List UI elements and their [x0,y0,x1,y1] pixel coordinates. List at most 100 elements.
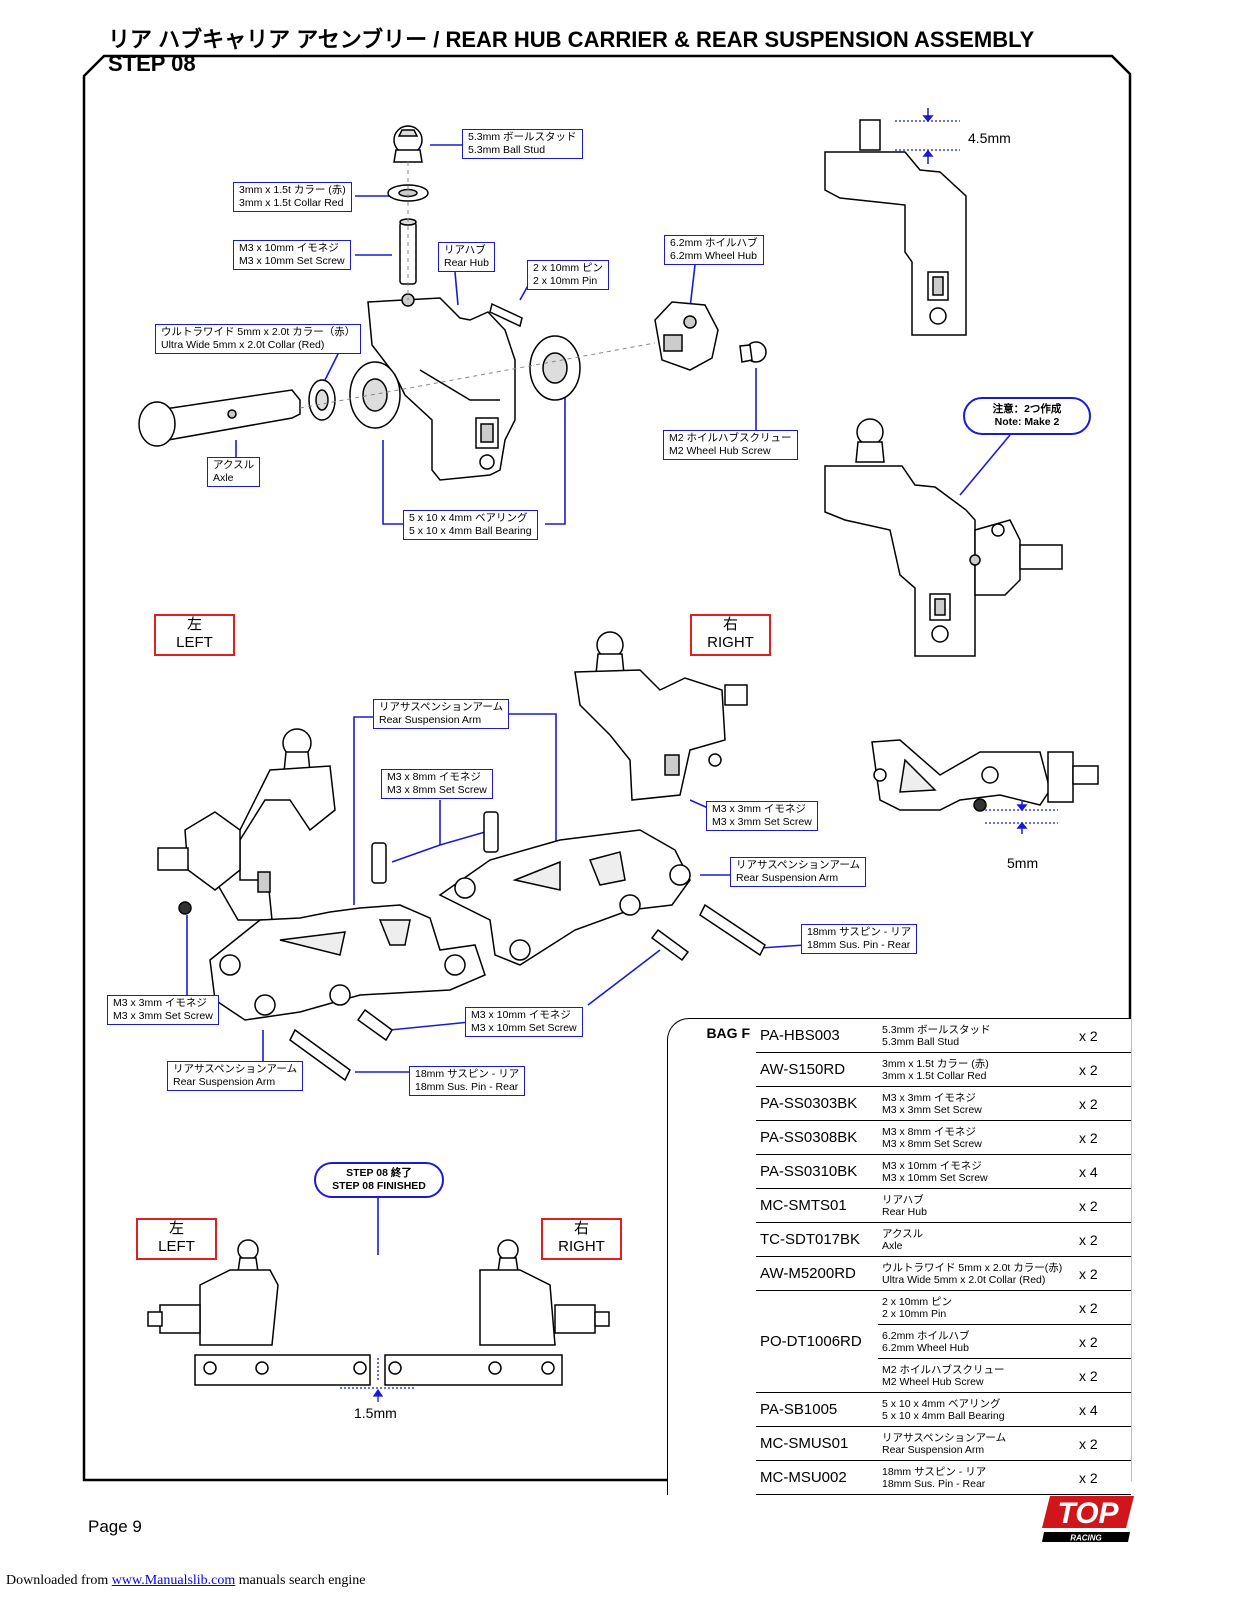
callout-en: Rear Suspension Arm [379,714,482,726]
bag-desc-jp: 5 x 10 x 4mm ベアリング [882,1397,1001,1410]
bag-quantity: x 2 [1073,1290,1131,1325]
bag-desc-en: Ultra Wide 5mm x 2.0t Collar (Red) [882,1273,1046,1286]
bag-code: PA-SS0303BK [756,1086,878,1121]
bag-desc-jp: リアサスペンションアーム [882,1431,1007,1444]
bag-desc-en: M3 x 8mm Set Screw [882,1137,982,1150]
callout-en: 5 x 10 x 4mm Ball Bearing [409,525,532,537]
bag-desc-en: M3 x 3mm Set Screw [882,1103,982,1116]
title-text: リア ハブキャリア アセンブリー / REAR HUB CARRIER & RE… [108,27,1035,52]
hub-assembled-view [824,418,1063,657]
bag-desc-en: Rear Hub [882,1205,927,1218]
callout-en: M3 x 10mm Set Screw [471,1022,577,1034]
callout-jp: 6.2mm ホイルハブ [670,237,758,249]
bag-desc-en: 3mm x 1.5t Collar Red [882,1069,987,1082]
callout-en: Rear Hub [444,257,489,269]
callout-en: 6.2mm Wheel Hub [670,250,757,262]
bag-quantity: x 2 [1073,1086,1131,1121]
callout-en: Axle [213,472,234,484]
bag-desc-jp: M2 ホイルハブスクリュー [882,1363,1005,1376]
callout-set-screw-3-right: M3 x 3mm イモネジ M3 x 3mm Set Screw [706,801,818,831]
bag-code: PO-DT1006RD [756,1290,878,1393]
callout-arm-right: リアサスペンションアーム Rear Suspension Arm [730,857,867,887]
callout-set-screw-3-left: M3 x 3mm イモネジ M3 x 3mm Set Screw [107,995,219,1025]
callout-sus-pin-left: 18mm サスピン - リア 18mm Sus. Pin - Rear [409,1066,526,1096]
callout-jp: 3mm x 1.5t カラー (赤) [239,184,346,196]
callout-jp: M3 x 10mm イモネジ [471,1009,571,1021]
bag-desc-en: Rear Suspension Arm [882,1443,985,1456]
callout-jp: M3 x 8mm イモネジ [387,771,481,783]
callout-en: Ultra Wide 5mm x 2.0t Collar (Red) [161,339,325,351]
bag-description: ウルトラワイド 5mm x 2.0t カラー(赤)Ultra Wide 5mm … [878,1256,1073,1291]
bag-code: AW-M5200RD [756,1256,878,1291]
callout-jp: M3 x 3mm イモネジ [113,997,207,1009]
side-jp: 右 [573,1220,589,1237]
callout-jp: リアサスペンションアーム [173,1063,298,1075]
bag-description: 3mm x 1.5t カラー (赤)3mm x 1.5t Collar Red [878,1052,1073,1087]
callout-arm-left: リアサスペンションアーム Rear Suspension Arm [167,1061,304,1091]
bag-desc-jp: M3 x 10mm イモネジ [882,1159,982,1172]
callout-en: M3 x 10mm Set Screw [239,255,345,267]
note-step-finished: STEP 08 終了 STEP 08 FINISHED [314,1162,444,1198]
callout-en: 18mm Sus. Pin - Rear [807,939,911,951]
credit-suffix: manuals search engine [238,1573,366,1588]
callout-rear-hub: リアハブ Rear Hub [438,242,495,272]
callout-jp: リアサスペンションアーム [736,859,861,871]
callout-en: Rear Suspension Arm [173,1076,276,1088]
logo-text: TOP [1057,1497,1119,1530]
callout-jp: M3 x 3mm イモネジ [712,803,806,815]
bag-desc-jp: 3mm x 1.5t カラー (赤) [882,1057,989,1070]
bag-quantity: x 2 [1073,1222,1131,1257]
side-left-top: 左 LEFT [154,614,235,656]
hub-side-view [824,119,967,336]
callout-en: 2 x 10mm Pin [533,275,598,287]
callout-wheel-hub: 6.2mm ホイルハブ 6.2mm Wheel Hub [664,235,764,265]
callout-en: 5.3mm Ball Stud [468,144,546,156]
suspension-exploded [157,631,766,1082]
bag-desc-jp: ウルトラワイド 5mm x 2.0t カラー(赤) [882,1261,1063,1274]
bag-quantity: x 2 [1073,1426,1131,1461]
callout-collar-red: 3mm x 1.5t カラー (赤) 3mm x 1.5t Collar Red [233,182,352,212]
callout-jp: 18mm サスピン - リア [807,926,912,938]
dim-45 [895,120,960,151]
bag-code: PA-SB1005 [756,1392,878,1427]
bag-desc-en: 2 x 10mm Pin [882,1307,947,1320]
callout-en: 3mm x 1.5t Collar Red [239,197,344,209]
measure-1-5mm: 1.5mm [354,1405,397,1421]
bag-desc-en: 18mm Sus. Pin - Rear [882,1477,986,1490]
bag-desc-jp: 18mm サスピン - リア [882,1465,987,1478]
dim-5-arrows [1016,800,1028,834]
bag-quantity: x 2 [1073,1019,1131,1053]
manualslib-link[interactable]: www.Manualslib.com [111,1573,236,1588]
bag-code: MC-SMUS01 [756,1426,878,1461]
bag-code: AW-S150RD [756,1052,878,1087]
logo-graphic: TOP RACING [1042,1496,1134,1543]
bag-quantity: x 2 [1073,1324,1131,1359]
callout-jp: 18mm サスピン - リア [415,1068,520,1080]
side-en: RIGHT [707,634,754,651]
side-jp: 左 [168,1220,184,1237]
callout-sus-pin-right: 18mm サスピン - リア 18mm Sus. Pin - Rear [801,924,918,954]
measure-5mm: 5mm [1007,855,1039,871]
callout-jp: 5 x 10 x 4mm ベアリング [409,512,528,524]
bag-quantity: x 2 [1073,1460,1131,1495]
side-jp: 左 [186,616,202,633]
